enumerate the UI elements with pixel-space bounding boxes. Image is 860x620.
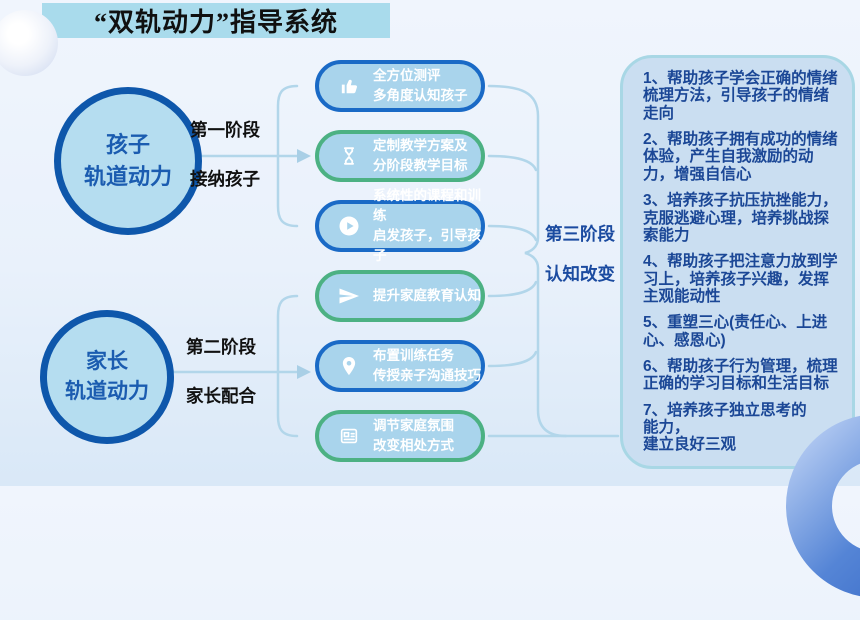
- stage2-label: 第二阶段 家长配合: [176, 334, 266, 432]
- page-title: “双轨动力”指导系统: [42, 3, 390, 38]
- outcome-panel: 1、帮助孩子学会正确的情绪梳理方法，引导孩子的情绪走向 2、帮助孩子拥有成功的情…: [620, 55, 855, 469]
- connector-lines: [170, 84, 620, 438]
- outcome-item-2: 2、帮助孩子拥有成功的情绪体验，产生自我激励的动力，增强自信心: [643, 131, 838, 183]
- step-text: 定制教学方案及 分阶段教学目标: [373, 137, 468, 173]
- track-node-child: 孩子 轨道动力: [54, 87, 202, 235]
- outcome-item-7: 7、培养孩子独立思考的 能力， 建立良好三观: [643, 401, 807, 454]
- step-text: 布置训练任务 传授亲子沟通技巧: [373, 347, 481, 383]
- step-text: 全方位测评 多角度认知孩子: [373, 67, 468, 103]
- stage1-label: 第一阶段 接纳孩子: [180, 117, 270, 215]
- step-text: 系统性的课程和训练 启发孩子，引导孩子: [373, 187, 481, 264]
- step-box-training-tasks: 布置训练任务 传授亲子沟通技巧: [315, 340, 485, 392]
- document-icon: [336, 423, 362, 449]
- step-box-courses: 系统性的课程和训练 启发孩子，引导孩子: [315, 188, 485, 263]
- step-box-assessment: 全方位测评 多角度认知孩子: [315, 60, 485, 112]
- outcome-item-5: 5、重塑三心(责任心、上进心、感恩心): [643, 314, 828, 349]
- outcome-item-1: 1、帮助孩子学会正确的情绪梳理方法，引导孩子的情绪走向: [643, 70, 838, 122]
- step-text: 调节家庭氛围 改变相处方式: [373, 417, 454, 453]
- stage3-title: 第三阶段: [545, 224, 615, 244]
- thumbs-up-icon: [336, 73, 362, 99]
- decor-bubble: [0, 10, 58, 76]
- step-box-teaching-plan: 定制教学方案及 分阶段教学目标: [315, 130, 485, 182]
- paper-plane-icon: [336, 283, 362, 309]
- stage1-title: 第一阶段: [190, 120, 260, 140]
- outcome-item-4: 4、帮助孩子把注意力放到学习上，培养孩子兴趣，发挥主观能动性: [643, 253, 838, 305]
- hourglass-icon: [336, 143, 362, 169]
- play-icon: [336, 213, 362, 239]
- location-pin-icon: [336, 353, 362, 379]
- step-box-family-atmosphere: 调节家庭氛围 改变相处方式: [315, 410, 485, 462]
- outcome-item-3: 3、培养孩子抗压抗挫能力，克服逃避心理，培养挑战探索能力: [643, 192, 838, 244]
- stage3-note: 认知改变: [545, 264, 615, 284]
- stage1-note: 接纳孩子: [190, 169, 260, 189]
- track-node-parent: 家长 轨道动力: [40, 310, 174, 444]
- decor-ring: [786, 415, 860, 597]
- stage2-title: 第二阶段: [186, 337, 256, 357]
- step-text: 提升家庭教育认知: [373, 287, 481, 303]
- outcome-item-6: 6、帮助孩子行为管理，梳理正确的学习目标和生活目标: [643, 358, 838, 393]
- stage2-note: 家长配合: [186, 386, 256, 406]
- step-box-family-education: 提升家庭教育认知: [315, 270, 485, 322]
